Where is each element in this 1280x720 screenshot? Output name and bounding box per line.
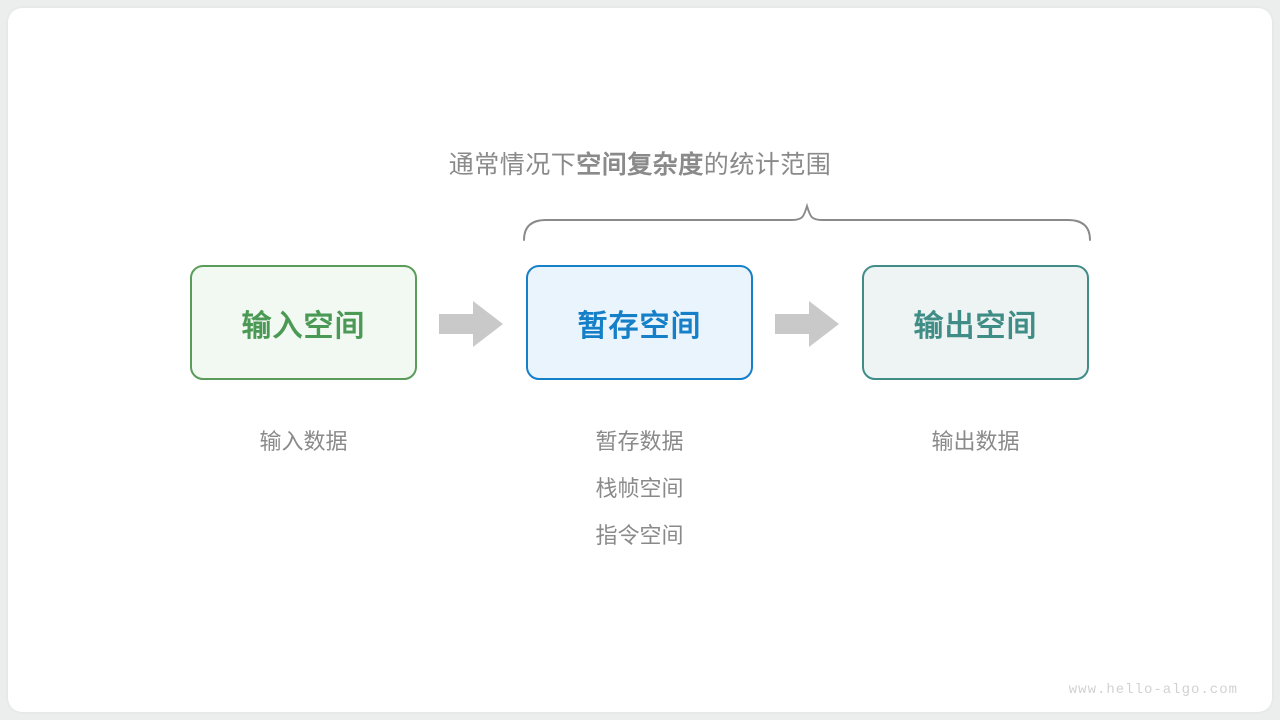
box-output-space-label: 输出空间 bbox=[913, 309, 1038, 343]
caption-buffer-line-3: 指令空间 bbox=[595, 523, 684, 548]
caption-buffer: 暂存数据 栈帧空间 指令空间 bbox=[526, 418, 753, 559]
diagram-heading: 通常情况下空间复杂度的统计范围 bbox=[0, 145, 1280, 181]
caption-output: 输出数据 bbox=[862, 418, 1089, 465]
box-input-space-label: 输入空间 bbox=[241, 309, 366, 343]
caption-input-line-1: 输入数据 bbox=[259, 429, 348, 454]
box-buffer-space-label: 暂存空间 bbox=[577, 309, 702, 343]
arrow-input-to-buffer bbox=[439, 300, 504, 353]
caption-output-line-1: 输出数据 bbox=[931, 429, 1020, 454]
right-arrow-icon bbox=[775, 301, 839, 347]
watermark: www.hello-algo.com bbox=[1068, 682, 1238, 698]
caption-buffer-line-2: 栈帧空间 bbox=[595, 476, 684, 501]
brace-icon bbox=[523, 202, 1091, 241]
right-arrow-icon bbox=[439, 301, 503, 347]
box-input-space[interactable]: 输入空间 bbox=[190, 265, 417, 380]
scope-brace bbox=[510, 190, 1110, 265]
heading-suffix: 的统计范围 bbox=[703, 151, 832, 179]
heading-emphasis: 空间复杂度 bbox=[576, 151, 704, 179]
arrow-buffer-to-output bbox=[775, 300, 840, 353]
box-buffer-space[interactable]: 暂存空间 bbox=[526, 265, 753, 380]
caption-buffer-line-1: 暂存数据 bbox=[595, 429, 684, 454]
box-output-space[interactable]: 输出空间 bbox=[862, 265, 1089, 380]
caption-input: 输入数据 bbox=[190, 418, 417, 465]
heading-prefix: 通常情况下 bbox=[448, 151, 577, 179]
